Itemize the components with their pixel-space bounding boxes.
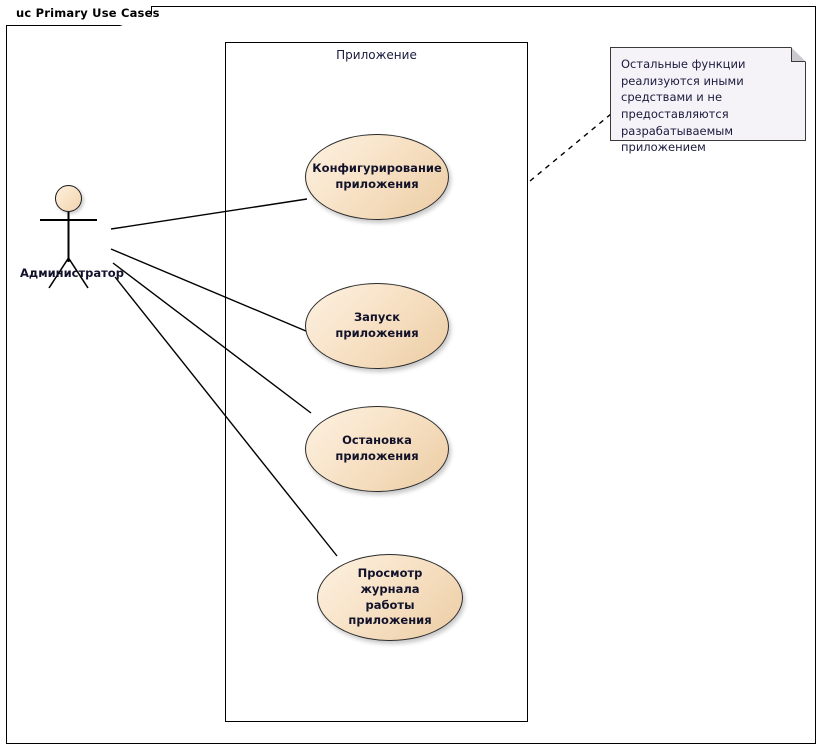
use-case-configure[interactable]: Конфигурирование приложения bbox=[305, 134, 449, 220]
diagram-title: uc Primary Use Cases bbox=[16, 6, 160, 20]
use-case-view-log-label: Просмотр журнала работы приложения bbox=[348, 566, 432, 628]
use-case-view-log[interactable]: Просмотр журнала работы приложения bbox=[317, 554, 463, 641]
use-case-configure-label: Конфигурирование приложения bbox=[312, 161, 442, 191]
actor-head-icon bbox=[55, 185, 82, 212]
system-boundary-label: Приложение bbox=[336, 48, 417, 62]
note-text: Остальные функции реализуются иными сред… bbox=[621, 57, 746, 155]
use-case-start-label: Запуск приложения bbox=[335, 310, 419, 340]
use-case-stop-label: Остановка приложения bbox=[335, 433, 419, 463]
use-case-stop[interactable]: Остановка приложения bbox=[305, 406, 449, 492]
use-case-start[interactable]: Запуск приложения bbox=[305, 283, 449, 369]
note-box bbox=[610, 47, 806, 141]
actor-label: Администратор bbox=[20, 266, 124, 280]
